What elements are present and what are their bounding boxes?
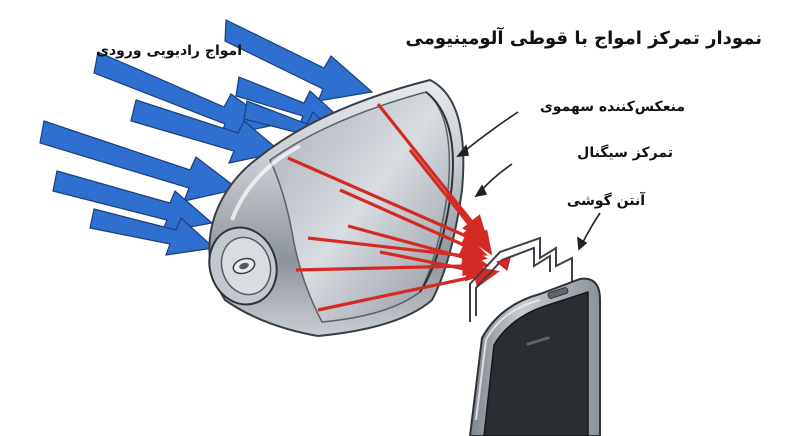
reflected-arrow (446, 191, 482, 239)
antenna-red-tab (495, 257, 511, 271)
reflected-signal-arrows (287, 103, 500, 312)
phone-screen (483, 290, 589, 436)
reflected-arrow (379, 250, 471, 272)
can-inner-reflector (269, 91, 451, 323)
focus-leader (479, 163, 513, 193)
incoming-arrow (89, 208, 216, 256)
label-phone-antenna: آنتن گوشی (566, 193, 645, 209)
diagram-title: نمودار تمرکز امواج با قوطی آلومینیومی (405, 28, 762, 49)
reflected-arrow (347, 224, 467, 260)
reflected-arrow (408, 149, 474, 229)
incoming-arrow (224, 19, 374, 102)
phone-speaker (526, 336, 550, 346)
phone-edge-highlight (475, 299, 541, 421)
antenna-wire (469, 236, 573, 322)
reflected-arrow-head (468, 229, 493, 256)
reflected-arrow (307, 236, 467, 258)
can-tab-hole (239, 262, 249, 270)
smartphone (468, 277, 601, 436)
antenna-loop (469, 236, 573, 322)
antenna-leader-tip (577, 236, 588, 251)
can-highlight (230, 144, 301, 221)
incoming-arrow (39, 120, 240, 202)
reflected-arrow (317, 274, 479, 312)
incoming-arrow (130, 99, 283, 164)
label-leaders (456, 111, 601, 251)
reflected-arrow (295, 264, 467, 272)
incoming-wave-arrows (39, 19, 374, 256)
focus-leader-tip (474, 184, 488, 198)
antenna-loop-inner (475, 246, 551, 316)
aluminum-can-reflector (208, 78, 465, 338)
reflected-arrow (287, 156, 467, 238)
label-incoming-waves: امواج رادیویی ورودی (96, 43, 242, 59)
label-signal-focus: تمرکز سیگنال (577, 145, 673, 161)
antenna-leader (581, 212, 601, 245)
phone-button (547, 287, 569, 299)
reflected-arrow (339, 188, 467, 248)
label-parabolic-reflector: منعکس‌کننده سهموی (539, 99, 685, 115)
reflector-leader-tip (456, 144, 469, 157)
